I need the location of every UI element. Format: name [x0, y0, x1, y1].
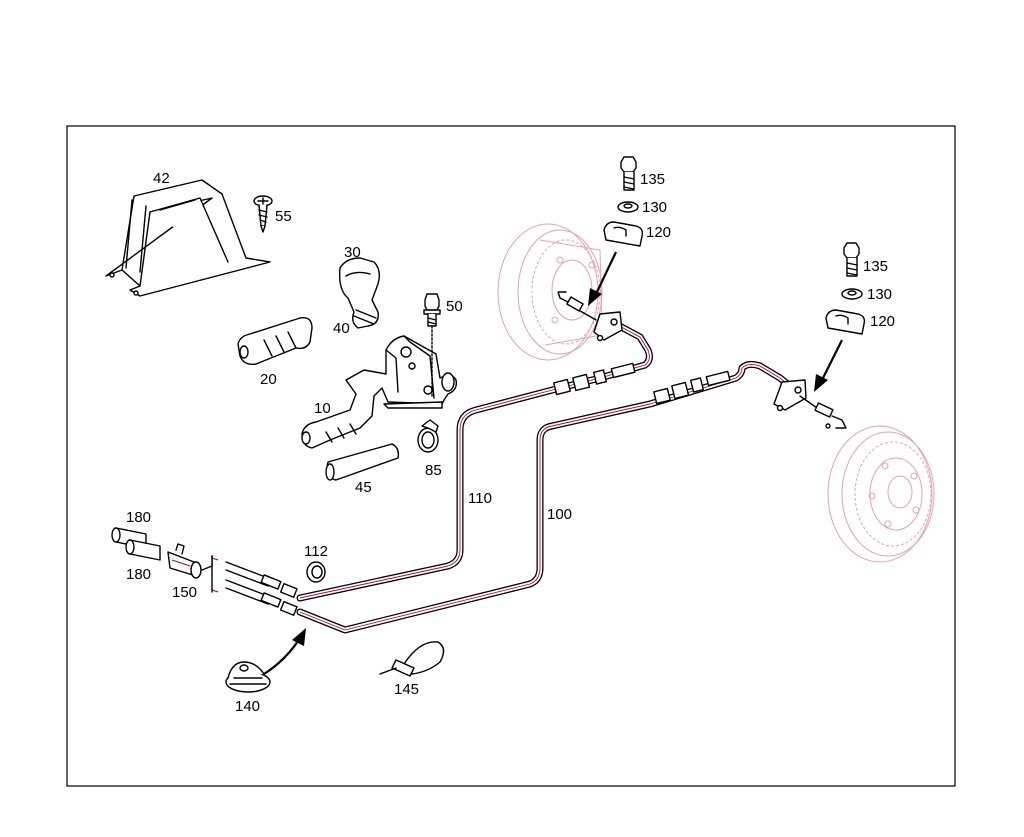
label-110: 110 [468, 490, 492, 507]
part-10-lever-assembly [301, 335, 458, 449]
cable-front-ends [211, 555, 298, 616]
label-130-upper: 130 [642, 199, 667, 216]
label-120-upper: 120 [646, 224, 671, 241]
ghost-brake-drum-lower [827, 425, 935, 563]
label-85: 85 [425, 462, 442, 479]
label-55: 55 [275, 208, 292, 225]
part-180-cable-ends [111, 527, 161, 561]
cable-100 [296, 360, 847, 634]
cable-110 [296, 291, 653, 602]
lower-clip-group [814, 242, 866, 392]
label-50: 50 [446, 298, 463, 315]
label-10: 10 [314, 400, 331, 417]
label-145: 145 [394, 681, 419, 698]
label-20: 20 [260, 371, 277, 388]
label-30: 30 [344, 244, 361, 261]
label-40: 40 [333, 320, 350, 337]
part-112-grommet [306, 561, 326, 583]
upper-clip-group [588, 156, 644, 306]
part-55-screw [253, 195, 273, 233]
part-140-boot [225, 628, 306, 693]
label-180-top: 180 [126, 509, 151, 526]
part-20-handle-grip [237, 317, 313, 366]
diagram-frame [66, 125, 956, 787]
label-100: 100 [547, 506, 572, 523]
label-140: 140 [235, 698, 260, 715]
label-120-lower: 120 [870, 313, 895, 330]
label-42: 42 [153, 170, 170, 187]
part-45-sleeve [325, 443, 400, 481]
label-130-lower: 130 [867, 286, 892, 303]
part-30-clip [338, 257, 381, 329]
part-145-cable-tie [379, 641, 445, 677]
label-135-upper: 135 [640, 171, 665, 188]
part-150-connector [167, 543, 213, 579]
part-42-bracket [105, 179, 271, 297]
label-135-lower: 135 [863, 258, 888, 275]
ghost-brake-disc-upper [497, 223, 603, 361]
part-85-clamp [417, 419, 439, 453]
label-180-bottom: 180 [126, 566, 151, 583]
part-50-bolt [423, 293, 441, 397]
label-112: 112 [304, 543, 328, 560]
label-45: 45 [355, 479, 372, 496]
label-150: 150 [172, 584, 197, 601]
